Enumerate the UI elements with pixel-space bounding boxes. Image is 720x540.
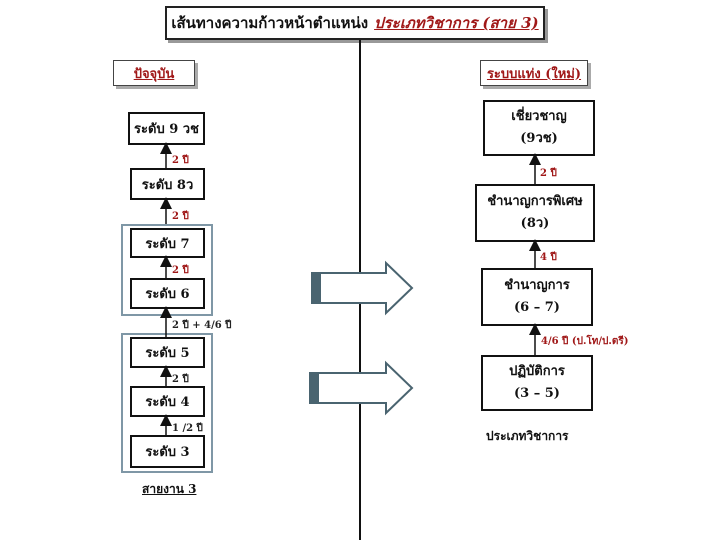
interval-5-to-6: 2 ปี + 4/6 ปี	[172, 320, 232, 331]
position-expert-name: เชี่ยวชาญ	[511, 109, 567, 124]
position-professional-code: (6 – 7)	[514, 300, 560, 315]
position-practitioner-code: (3 – 5)	[514, 386, 560, 401]
position-practitioner: ปฏิบัติการ (3 – 5)	[481, 355, 593, 411]
position-professional-name: ชำนาญการ	[504, 278, 570, 293]
level-3: ระดับ 3	[130, 435, 205, 468]
left-footer: สายงาน 3	[142, 482, 197, 496]
interval-7-to-8: 2 ปี	[172, 211, 189, 222]
interval-4-to-5: 2 ปี	[172, 374, 189, 385]
interval-practitioner-to-professional: 4/6 ปี (ป.โท/ป.ตรี)	[541, 336, 629, 347]
title-accent: ประเภทวิชาการ (สาย 3)	[374, 14, 539, 32]
right-footer: ประเภทวิชาการ	[486, 429, 569, 443]
level-6: ระดับ 6	[130, 278, 205, 309]
level-8: ระดับ 8ว	[130, 168, 205, 200]
position-expert-code: (9วช)	[520, 131, 558, 146]
interval-8-to-9: 2 ปี	[172, 155, 189, 166]
interval-professional-to-senior: 4 ปี	[540, 252, 557, 263]
position-professional: ชำนาญการ (6 – 7)	[481, 268, 593, 326]
diagram-title: เส้นทางความก้าวหน้าตำแหน่ง ประเภทวิชาการ…	[165, 6, 545, 40]
position-senior-professional: ชำนาญการพิเศษ (8ว)	[475, 184, 595, 242]
title-main: เส้นทางความก้าวหน้าตำแหน่ง	[171, 14, 369, 32]
interval-6-to-7: 2 ปี	[172, 265, 189, 276]
position-senior-professional-code: (8ว)	[520, 216, 550, 231]
left-header: ปัจจุบัน	[113, 60, 195, 86]
right-header: ระบบแท่ง (ใหม่)	[480, 60, 588, 86]
level-group-lower	[121, 333, 213, 473]
level-5: ระดับ 5	[130, 337, 205, 368]
interval-senior-to-expert: 2 ปี	[540, 168, 557, 179]
position-practitioner-name: ปฏิบัติการ	[509, 364, 565, 379]
transition-arrow-upper	[311, 260, 414, 316]
position-senior-professional-name: ชำนาญการพิเศษ	[487, 194, 583, 209]
interval-3-to-4: 1 /2 ปี	[172, 423, 203, 434]
transition-arrow-lower	[309, 360, 414, 416]
